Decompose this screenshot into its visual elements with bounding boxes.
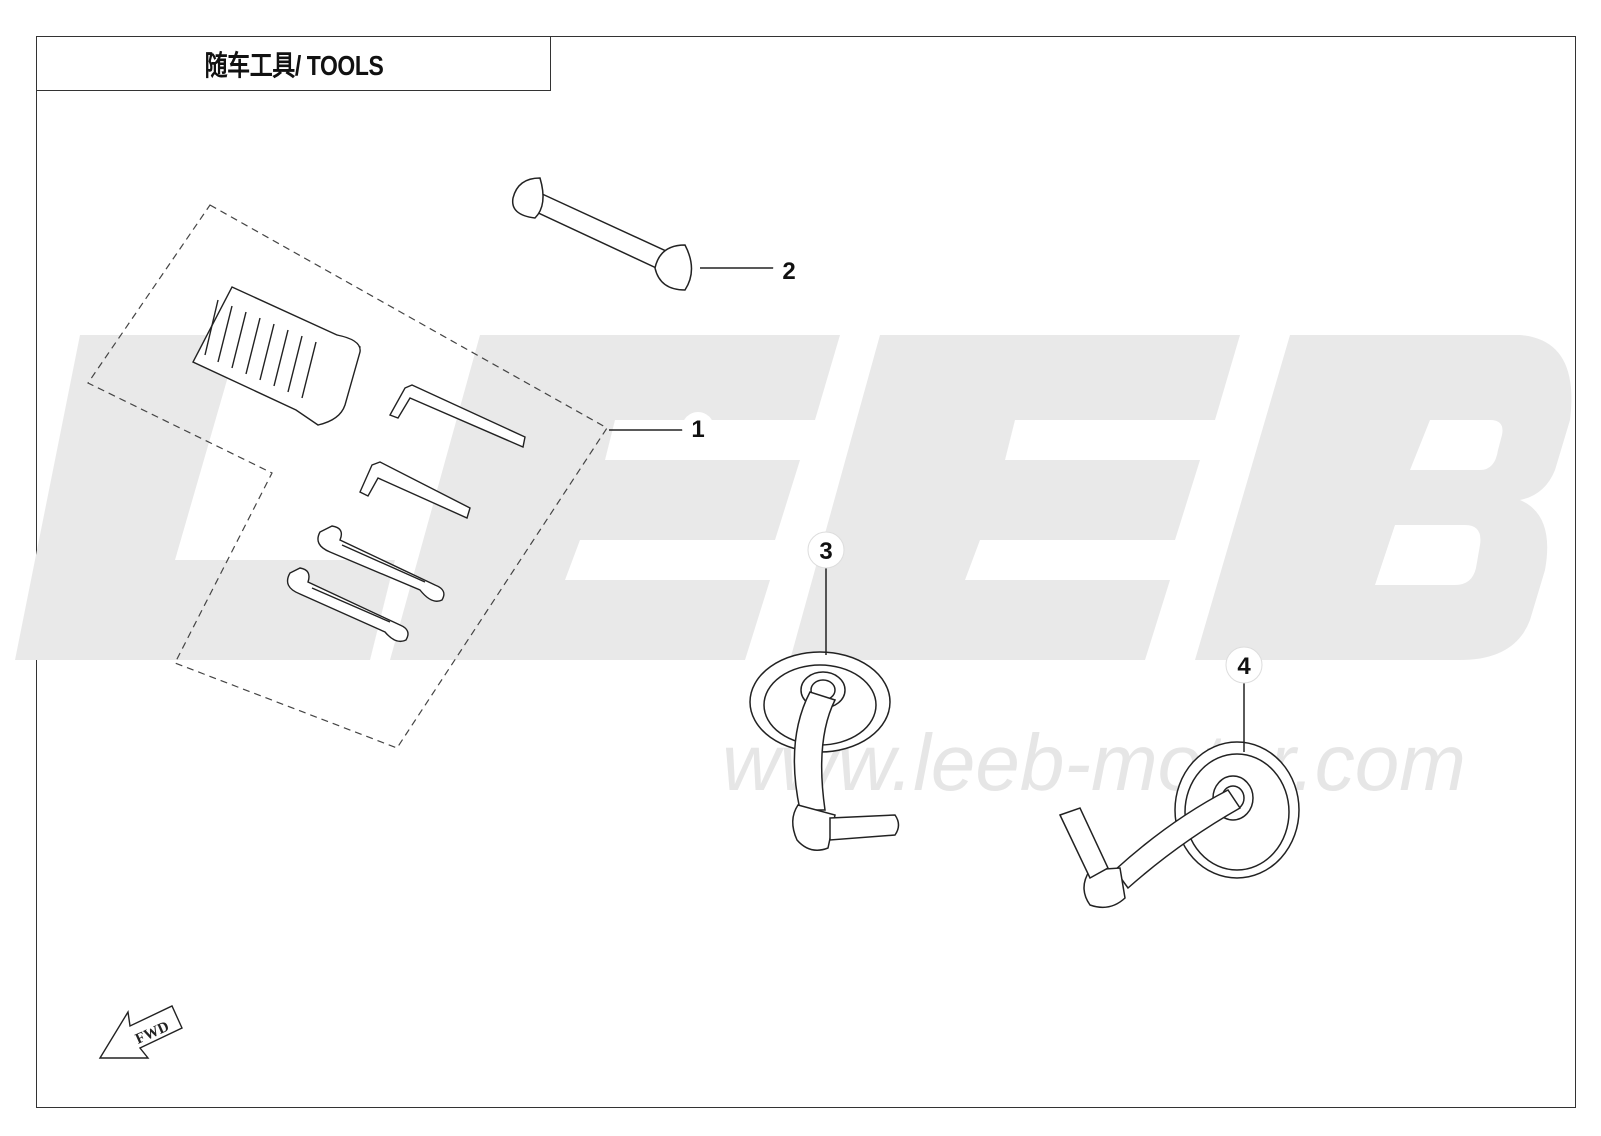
title-box: 随车工具/ TOOLS (36, 36, 551, 91)
leader-lines (609, 267, 1245, 752)
open-wrench-upper (317, 525, 445, 602)
callout-3: 3 (807, 531, 845, 569)
callout-2: 2 (773, 254, 805, 286)
callout-4: 4 (1225, 646, 1263, 684)
allen-key-small (359, 461, 471, 519)
allen-key-large (388, 384, 526, 448)
mirror-left (749, 651, 900, 851)
callout-3-label: 3 (819, 538, 832, 565)
mirror-right (1058, 741, 1300, 909)
callout-2-label: 2 (782, 258, 795, 285)
tool-kit-outline (87, 204, 608, 749)
fwd-arrow-icon: FWD (98, 1005, 183, 1059)
callout-4-label: 4 (1237, 653, 1251, 680)
callout-1: 1 (682, 412, 714, 444)
callout-1-label: 1 (691, 416, 704, 443)
spark-plug-bar (511, 177, 693, 291)
page-title: 随车工具/ TOOLS (204, 49, 383, 81)
open-wrench-lower (286, 567, 409, 643)
tool-bag (192, 286, 361, 426)
